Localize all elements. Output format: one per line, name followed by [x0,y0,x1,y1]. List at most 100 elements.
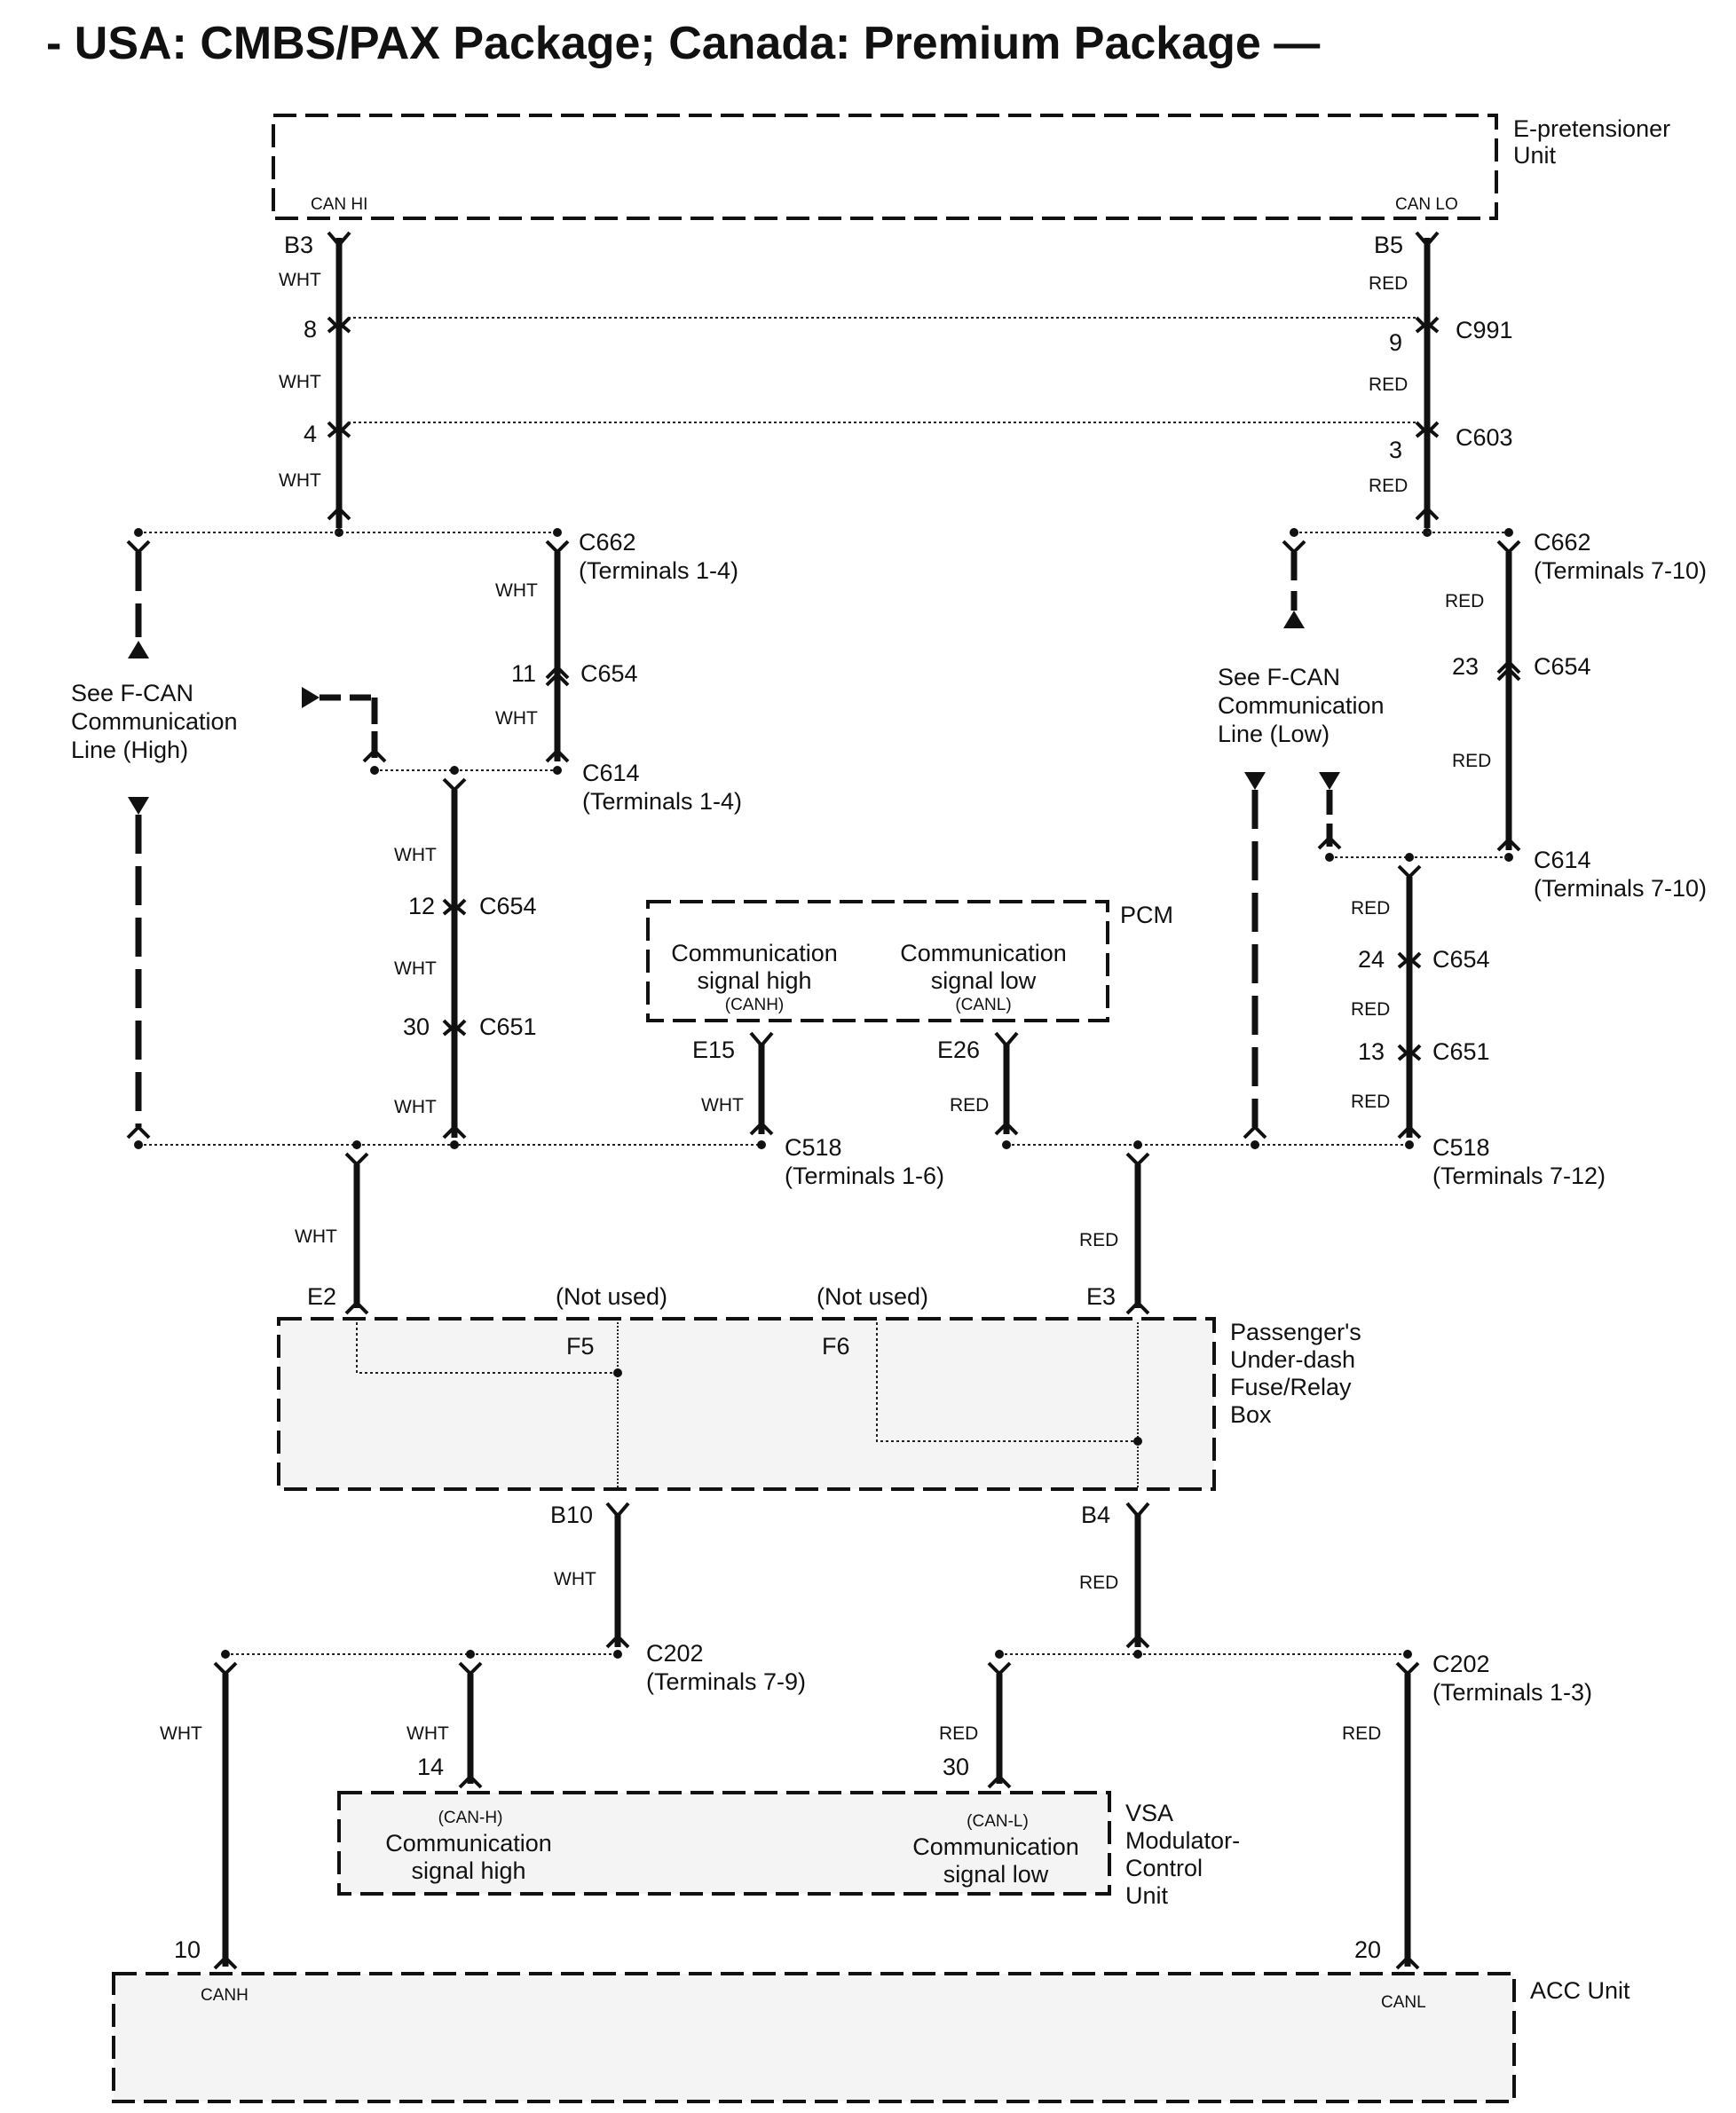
connector-c991: C991 [1456,317,1513,343]
pin-can-lo: CAN LO [1395,195,1458,214]
fcan-high-ref-line2[interactable]: Communication [71,708,238,735]
connector-c651-30: C651 [479,1013,537,1040]
fcan-low-ref-line1[interactable]: See F-CAN [1218,664,1340,690]
fuse-box-name-4: Box [1230,1401,1272,1428]
connector-c202-low-terminals: (Terminals 1-3) [1432,1679,1592,1706]
connector-c654-12: C654 [479,893,537,919]
terminal-b10: B10 [550,1502,593,1528]
pcm-high-label-3: (CANH) [725,996,785,1014]
connector-c518-high: C518 [785,1134,842,1161]
pcm-high-label: Communication [671,940,838,966]
wire-color-label: WHT [394,958,437,979]
c202-acc-canh-wire [213,1661,238,1970]
fcan-low-ref-line2[interactable]: Communication [1218,692,1385,719]
wire-color-label: RED [1079,1573,1118,1593]
connector-c614-high-terminals: (Terminals 1-4) [582,788,742,815]
wire-color-label: RED [1369,273,1408,294]
terminal-b3: B3 [284,232,313,258]
connector-c202-low: C202 [1432,1651,1490,1677]
pcm-unit: PCM Communication signal high (CANH) Com… [646,900,1173,1022]
e-pretensioner-name: E-pretensioner [1513,115,1670,142]
wire-color-label: WHT [279,470,321,491]
fcan-low-ref-line3[interactable]: Line (Low) [1218,721,1330,747]
connector-c614-low-terminals: (Terminals 7-10) [1534,875,1707,902]
terminal-23: 23 [1452,653,1479,680]
fuse-box-name-3: Fuse/Relay [1230,1374,1352,1400]
c202-vsa-14-wire [458,1661,483,1789]
wire-color-label: WHT [394,845,437,865]
can-high-upper-wire [327,231,351,537]
acc-name: ACC Unit [1530,1977,1630,2004]
wire-color-label: RED [1351,1092,1390,1112]
terminal-f5: F5 [566,1333,595,1360]
connector-c202-high-terminals: (Terminals 7-9) [646,1668,806,1695]
connector-c654-24: C654 [1432,946,1490,973]
wire-color-label: RED [1369,476,1408,496]
fcan-high-ref-line3[interactable]: Line (High) [71,737,188,763]
can-low-c662-c614-wire [1496,540,1521,862]
connector-c518-low-terminals: (Terminals 7-12) [1432,1163,1606,1189]
b4-c202-wire [1125,1502,1150,1649]
wire-color-label: WHT [295,1226,337,1247]
pcm-e26-wire [994,1031,1019,1136]
can-low-upper-wire [1415,231,1440,537]
connector-c662-low-terminals: (Terminals 7-10) [1534,557,1707,584]
connector-c518-high-terminals: (Terminals 1-6) [785,1163,944,1189]
vsa-low-label: Communication [912,1833,1079,1860]
connector-c614-low: C614 [1534,847,1591,873]
terminal-e3: E3 [1086,1283,1116,1310]
terminal-e26: E26 [937,1037,980,1063]
fcan-low-inner-branch [1317,772,1342,850]
wire-color-label: RED [1369,375,1408,395]
fcan-high-ref-line1[interactable]: See F-CAN [71,680,193,706]
wire-color-label: WHT [160,1723,202,1744]
connector-c662-high: C662 [579,529,636,556]
connector-c651-13: C651 [1432,1038,1490,1065]
terminal-b5: B5 [1374,232,1403,258]
vsa-name-2: Modulator- [1125,1827,1240,1854]
vsa-low-tag: (CAN-L) [967,1812,1029,1831]
terminal-e2: E2 [307,1283,336,1310]
fcan-high-side-branch [302,687,387,763]
pin-can-hi: CAN HI [311,195,367,214]
not-used-f6: (Not used) [817,1283,928,1310]
terminal-12: 12 [408,893,435,919]
fuse-relay-box: Passenger's Under-dash Fuse/Relay Box [277,1317,1361,1491]
pcm-low-label: Communication [900,940,1067,966]
wire-color-label: WHT [279,270,321,290]
wire-color-label: RED [1079,1230,1118,1250]
diagram-title: - USA: CMBS/PAX Package; Canada: Premium… [46,18,1320,69]
c202-vsa-30-wire [987,1661,1012,1789]
fcan-low-outer-branch [1243,772,1267,1139]
wire-color-label: RED [950,1095,989,1116]
vsa-modulator-control-unit: VSA Modulator- Control Unit (CAN-H) Comm… [337,1791,1240,1909]
terminal-24: 24 [1358,946,1385,973]
terminal-10: 10 [174,1936,201,1963]
vsa-high-tag: (CAN-H) [438,1809,503,1827]
wire-color-label: RED [1452,751,1491,771]
fuse-box-name-2: Under-dash [1230,1346,1355,1373]
acc-pin-canh: CANH [201,1986,249,2005]
terminal-30: 30 [943,1754,969,1780]
b10-c202-wire [605,1502,630,1649]
terminal-4: 4 [304,421,317,447]
terminal-3: 3 [1389,437,1402,463]
wire-color-label: WHT [279,372,321,392]
connector-c662-high-terminals: (Terminals 1-4) [579,557,738,584]
terminal-20: 20 [1354,1936,1381,1963]
connector-c202-high: C202 [646,1640,704,1667]
wire-color-label: WHT [495,708,538,729]
e-pretensioner-unit: E-pretensioner Unit CAN HI CAN LO [272,114,1670,220]
wire-color-label: WHT [406,1723,449,1744]
pcm-name: PCM [1120,902,1173,928]
c518-e3-wire [1125,1152,1150,1315]
fcan-high-reference-branch [126,540,151,1139]
can-high-c662-c614-wire [545,540,570,775]
pcm-high-label-2: signal high [697,967,811,994]
wire-color-label: WHT [554,1569,596,1589]
wire-color-label: RED [1342,1723,1381,1744]
pcm-low-label-3: (CANL) [955,996,1011,1014]
terminal-f6: F6 [822,1333,850,1360]
connector-c662-low: C662 [1534,529,1591,556]
connector-c654-11: C654 [580,660,638,687]
